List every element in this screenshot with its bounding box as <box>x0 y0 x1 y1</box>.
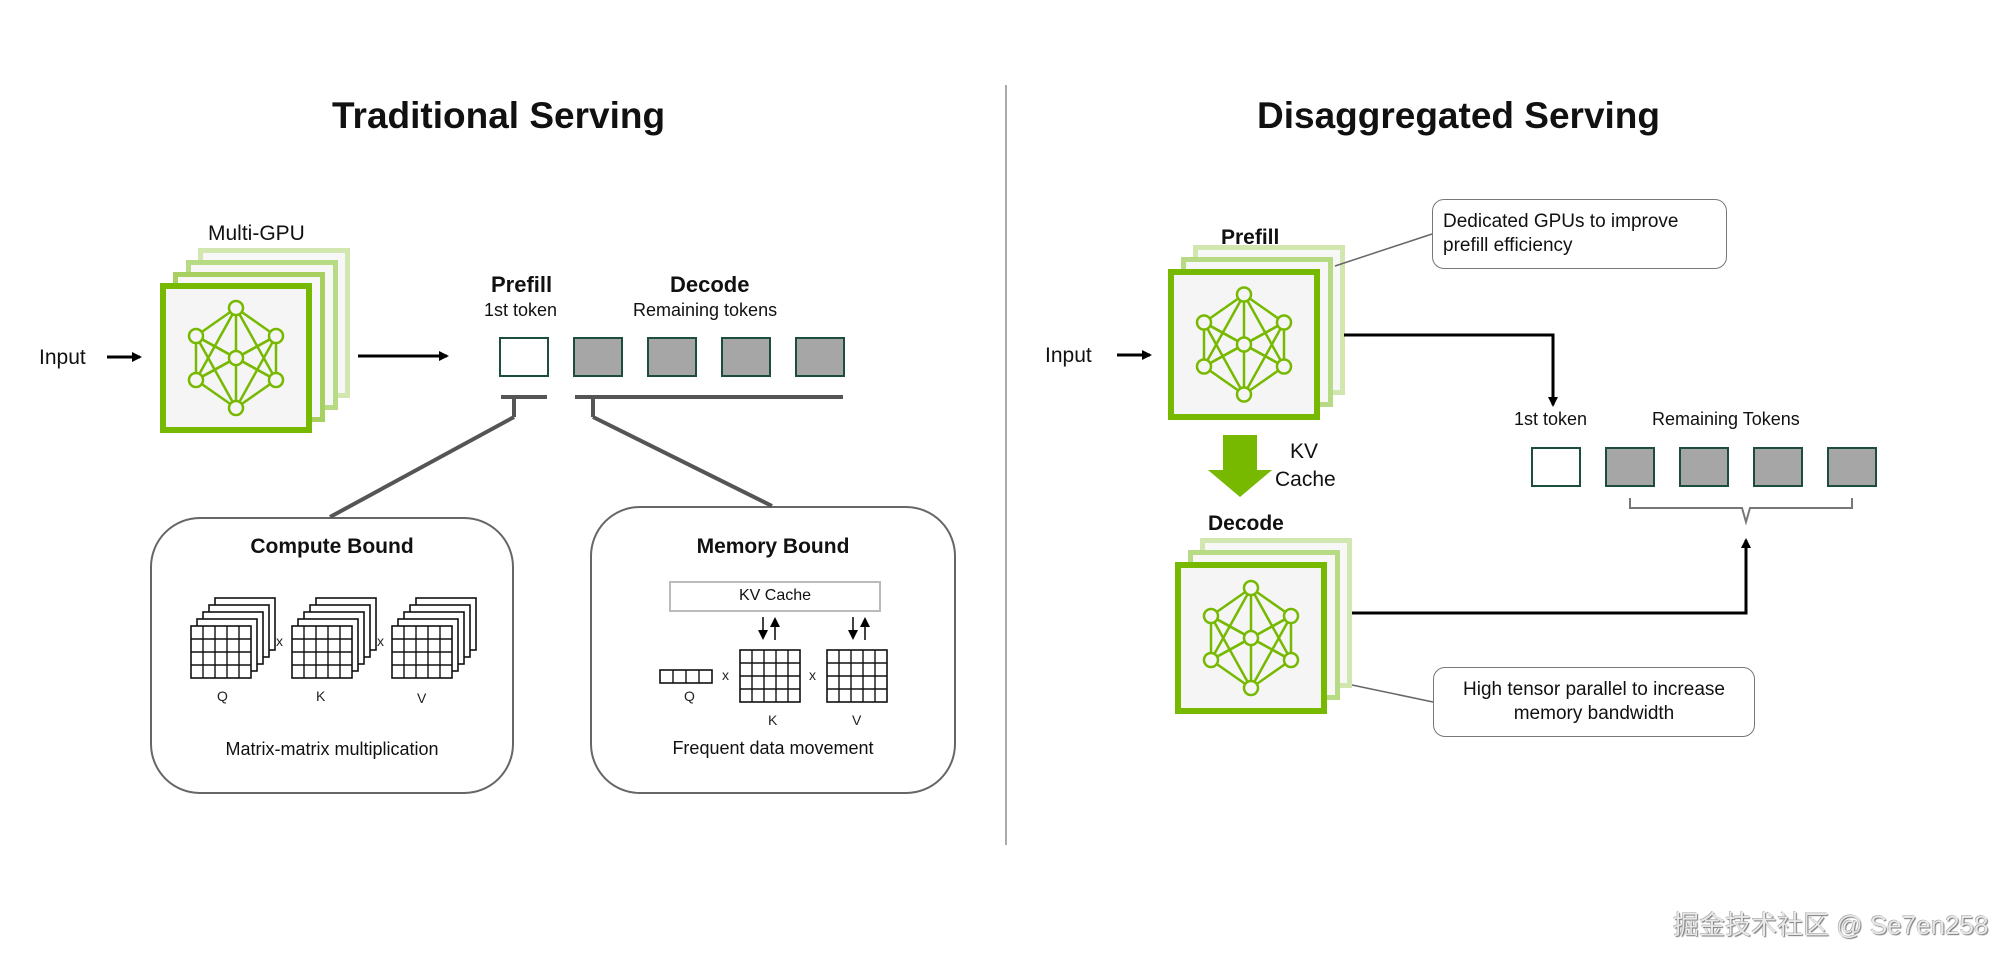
prefill-subtitle: 1st token <box>484 300 558 320</box>
gpu-front <box>160 283 312 433</box>
memory-bound-caption: Frequent data movement <box>672 738 874 758</box>
watermark: 掘金技术社区 @ Se7en258 <box>1673 910 1989 940</box>
memory-bound-box: Memory Bound KV Cache Frequent data move… <box>590 506 956 794</box>
prefill-label: Prefill <box>1221 226 1280 249</box>
v-label: V <box>852 712 862 728</box>
remaining-token <box>1827 447 1877 487</box>
nn-node <box>1235 336 1253 353</box>
nn-edge <box>1202 293 1246 368</box>
nn-edge <box>1209 615 1253 689</box>
nn-node <box>187 327 205 345</box>
nn-node <box>1195 314 1213 331</box>
remaining-token <box>795 337 845 377</box>
k-label: K <box>316 688 326 704</box>
kv-cache-transfer-label-2: Cache <box>1275 468 1336 491</box>
input-label: Input <box>39 346 86 369</box>
nn-node <box>1202 607 1220 625</box>
nn-node <box>1242 629 1260 647</box>
first-token-label: 1st token <box>1514 409 1588 429</box>
kv-cache-transfer-label-1: KV <box>1290 440 1319 463</box>
nn-node <box>1235 286 1253 303</box>
nn-edge <box>1242 293 1286 368</box>
compute-bound-title: Compute Bound <box>250 535 414 558</box>
input-label: Input <box>1045 344 1092 367</box>
nn-edge <box>234 335 278 409</box>
nn-node <box>267 371 285 389</box>
neural-network-icon <box>1202 579 1300 697</box>
prefill-to-first-token-arrow <box>1344 333 1558 407</box>
decode-callout: High tensor parallel to increase memory … <box>1433 667 1755 737</box>
section-divider <box>1005 85 1007 845</box>
prefill-heading: Prefill <box>491 272 553 297</box>
callout-line: Dedicated GPUs to improve <box>1443 211 1679 232</box>
first-token <box>1531 447 1581 487</box>
nn-node <box>1275 314 1293 331</box>
multi-gpu-label: Multi-GPU <box>208 222 305 245</box>
compute-bound-caption: Matrix-matrix multiplication <box>225 739 439 759</box>
nn-edge <box>1209 587 1253 661</box>
neural-network-icon <box>187 299 285 417</box>
remaining-token <box>1753 447 1803 487</box>
decode-to-remaining-arrow <box>1352 538 1751 615</box>
gpu-front <box>1175 562 1327 714</box>
callout-line: memory bandwidth <box>1513 703 1675 724</box>
multiply-sign: x <box>722 667 729 683</box>
nn-edge <box>194 307 238 381</box>
remaining-tokens-brace <box>1629 498 1853 526</box>
kv-cache-box: KV Cache <box>669 581 881 612</box>
remaining-token <box>1679 447 1729 487</box>
nn-node <box>1282 651 1300 669</box>
callout-line: High tensor parallel to increase <box>1463 679 1725 700</box>
nn-node <box>1202 651 1220 669</box>
remaining-token <box>721 337 771 377</box>
decode-label: Decode <box>1208 512 1284 535</box>
nn-node <box>1275 358 1293 375</box>
prefill-gpu-stack <box>1168 245 1358 420</box>
neural-network-icon <box>1195 286 1293 403</box>
decode-gpu-stack <box>1175 538 1365 714</box>
traditional-serving-title: Traditional Serving <box>332 95 666 136</box>
token-bracket <box>329 395 843 519</box>
nn-edge <box>1242 321 1286 396</box>
memory-bound-title: Memory Bound <box>696 535 850 558</box>
multi-gpu-stack <box>160 248 360 433</box>
q-label: Q <box>217 688 228 704</box>
multiply-sign: x <box>377 633 384 649</box>
nn-node <box>227 399 245 417</box>
kv-cache-transfer-arrow <box>1208 435 1272 497</box>
nn-node <box>187 371 205 389</box>
nn-edge <box>1202 321 1246 396</box>
nn-node <box>1242 679 1260 697</box>
nn-node <box>267 327 285 345</box>
nn-edge <box>194 335 238 409</box>
remaining-token <box>1605 447 1655 487</box>
nn-node <box>227 299 245 317</box>
multiply-sign: x <box>809 667 816 683</box>
gpu-front <box>1168 269 1320 420</box>
decode-subtitle: Remaining tokens <box>633 300 778 320</box>
first-token <box>499 337 549 377</box>
decode-heading: Decode <box>670 272 750 297</box>
k-label: K <box>768 712 778 728</box>
multiply-sign: x <box>276 633 283 649</box>
nn-node <box>227 349 245 367</box>
nn-edge <box>234 307 278 381</box>
remaining-token <box>573 337 623 377</box>
prefill-callout: Dedicated GPUs to improve prefill effici… <box>1432 199 1727 269</box>
v-label: V <box>417 690 427 706</box>
nn-node <box>1235 386 1253 403</box>
compute-bound-box: Compute Bound Matrix-matrix multiplicati… <box>150 517 514 794</box>
callout-line: prefill efficiency <box>1443 235 1573 256</box>
remaining-token <box>647 337 697 377</box>
q-label: Q <box>684 688 695 704</box>
nn-edge <box>1249 587 1293 661</box>
nn-node <box>1282 607 1300 625</box>
remaining-tokens-label: Remaining Tokens <box>1652 409 1800 429</box>
nn-node <box>1242 579 1260 597</box>
nn-edge <box>1249 615 1293 689</box>
nn-node <box>1195 358 1213 375</box>
disaggregated-serving-title: Disaggregated Serving <box>1257 95 1661 136</box>
